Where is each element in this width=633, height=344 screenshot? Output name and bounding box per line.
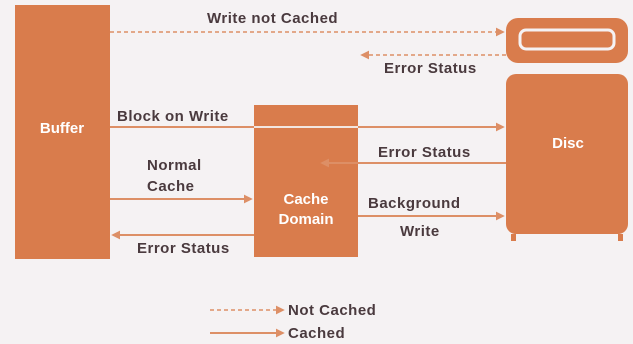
legend-cached-label: Cached — [288, 325, 345, 342]
label-normal-cache-line2: Cache — [147, 178, 195, 195]
disc-label: Disc — [552, 135, 584, 152]
disc-unit: Disc — [506, 18, 628, 241]
buffer-label: Buffer — [40, 120, 84, 137]
label-write-not-cached: Write not Cached — [207, 10, 338, 27]
label-background-write-line2: Write — [400, 223, 440, 240]
label-error-status-top: Error Status — [384, 60, 477, 77]
buffer-box: Buffer — [15, 5, 110, 259]
disc-slot — [518, 28, 616, 51]
legend-not-cached-label: Not Cached — [288, 302, 376, 319]
label-background-write-line1: Background — [368, 195, 461, 212]
disc-drive-top — [506, 18, 628, 63]
cache-domain-box: Cache Domain — [254, 105, 358, 257]
disc-box — [506, 74, 628, 234]
label-error-status-bottom: Error Status — [137, 240, 230, 257]
label-block-on-write: Block on Write — [117, 108, 229, 125]
legend: Not Cached Cached — [210, 302, 376, 342]
cache-domain-label-line1: Cache — [283, 191, 328, 208]
label-error-status-mid: Error Status — [378, 144, 471, 161]
cache-domain-label-line2: Domain — [278, 211, 333, 228]
label-normal-cache-line1: Normal — [147, 157, 202, 174]
